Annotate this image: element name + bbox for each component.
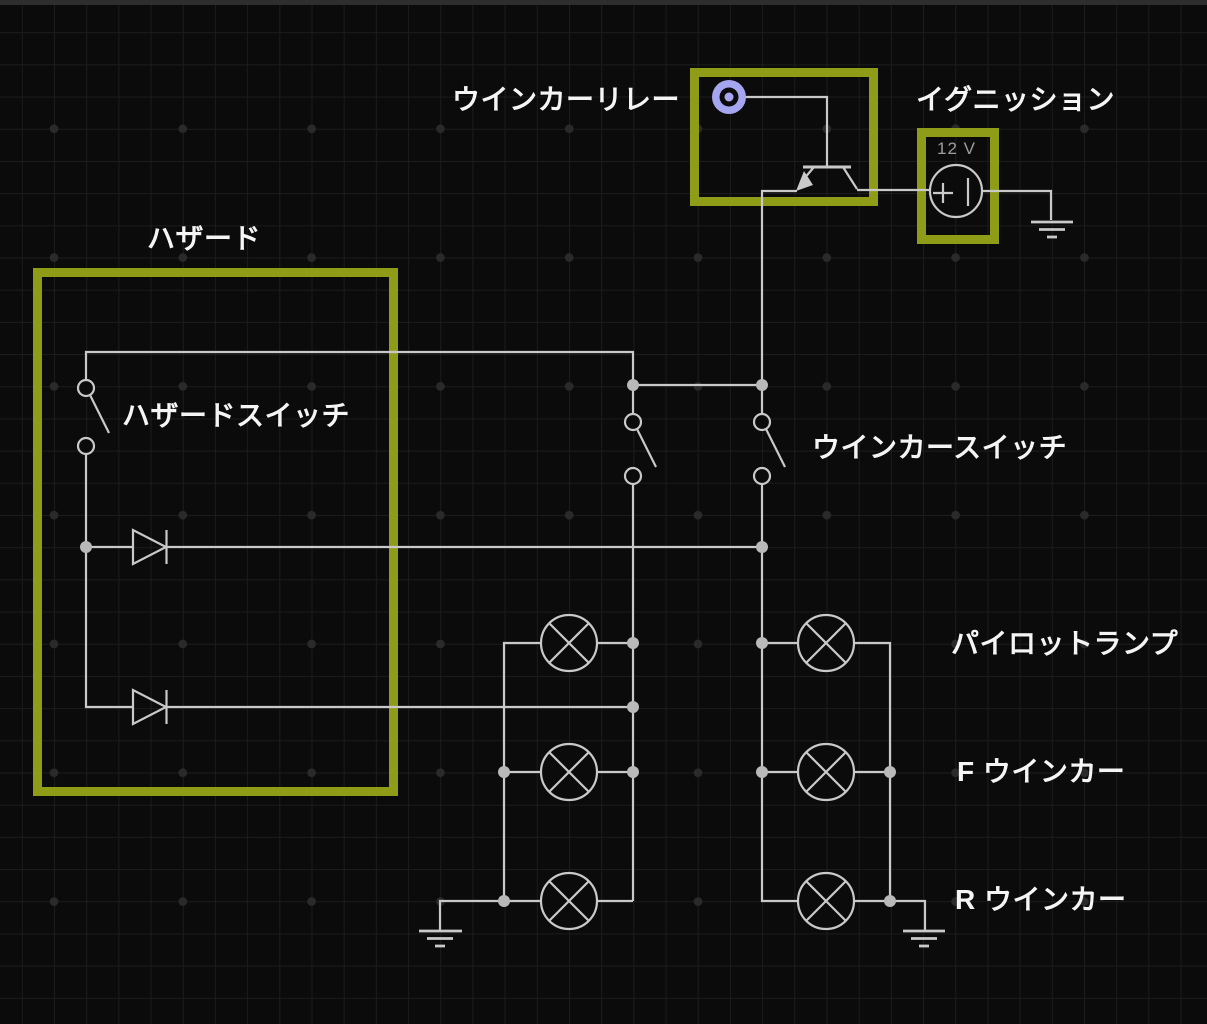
wire-ground-left[interactable] xyxy=(438,899,504,930)
switch-blade xyxy=(765,428,786,468)
diode-1[interactable] xyxy=(131,528,169,566)
label-front-winker: F ウインカー xyxy=(957,756,1126,787)
top-strip xyxy=(0,0,1207,5)
label-ignition: イグニッション xyxy=(916,84,1115,115)
junction-dot xyxy=(756,541,768,553)
wire-battery-ground[interactable] xyxy=(982,189,1053,220)
junction-dot xyxy=(498,895,510,907)
ground-ignition[interactable] xyxy=(1031,220,1073,239)
junction-dot xyxy=(627,637,639,649)
diode-anode-triangle xyxy=(131,528,169,566)
diode-2[interactable] xyxy=(131,688,169,726)
transistor-collector xyxy=(842,166,858,190)
switch-contact xyxy=(76,378,96,398)
label-pilot-lamp: パイロットランプ xyxy=(951,628,1179,659)
ground-left[interactable] xyxy=(419,929,462,948)
relay-terminal-icon[interactable] xyxy=(712,80,746,114)
hazard-switch[interactable] xyxy=(76,378,110,456)
junction-dot xyxy=(80,541,92,553)
lamp-cross xyxy=(548,751,590,793)
ignition-battery[interactable] xyxy=(928,163,984,219)
junction-dot xyxy=(756,379,768,391)
battery-voltage-value: 12 V xyxy=(937,139,976,158)
label-winker-switch: ウインカースイッチ xyxy=(812,432,1068,463)
junction-dot xyxy=(756,766,768,778)
pilot-lamp-left[interactable] xyxy=(539,613,599,673)
wire-ground-right[interactable] xyxy=(890,899,927,930)
wire-lampR-column[interactable] xyxy=(854,641,892,901)
junction-dot xyxy=(627,379,639,391)
switch-contact xyxy=(623,412,643,432)
switch-blade xyxy=(89,394,110,434)
diode-anode-triangle xyxy=(131,688,169,726)
wire-hazard-top[interactable] xyxy=(84,350,635,385)
wire-lampL-column[interactable] xyxy=(502,641,541,901)
switch-contact xyxy=(752,466,772,486)
relay-highlight-box[interactable] xyxy=(690,68,878,206)
winker-switch-right[interactable] xyxy=(752,412,786,486)
ground-right[interactable] xyxy=(903,929,945,948)
wire-hazard-left[interactable] xyxy=(84,454,133,709)
junction-dot xyxy=(884,766,896,778)
junction-dot xyxy=(498,766,510,778)
ignition-highlight-box[interactable] xyxy=(917,128,999,244)
label-hazard: ハザード xyxy=(147,223,262,254)
lamp-cross xyxy=(805,622,847,664)
wire-relay-base[interactable] xyxy=(745,95,829,166)
battery-body xyxy=(928,163,984,219)
pilot-lamp-right[interactable] xyxy=(796,613,856,673)
wires[interactable] xyxy=(84,95,1053,930)
front-winker-lamp-left[interactable] xyxy=(539,742,599,802)
front-winker-lamp-right[interactable] xyxy=(796,742,856,802)
lamp-cross xyxy=(548,622,590,664)
junction-dots xyxy=(80,379,896,907)
junction-dot xyxy=(627,701,639,713)
junction-dot xyxy=(756,637,768,649)
hazard-highlight-box[interactable] xyxy=(33,268,398,796)
relay-transistor[interactable] xyxy=(796,165,858,191)
lamp-cross xyxy=(805,880,847,922)
wire-right-bus[interactable] xyxy=(760,484,798,903)
switch-contact xyxy=(752,412,772,432)
wire-relay-emitter[interactable] xyxy=(760,189,797,385)
terminal-center xyxy=(724,92,734,102)
label-hazard-switch: ハザードスイッチ xyxy=(122,400,351,431)
lamp-cross xyxy=(548,880,590,922)
label-winker-relay: ウインカーリレー xyxy=(452,84,681,115)
rear-winker-lamp-left[interactable] xyxy=(539,871,599,931)
label-rear-winker: R ウインカー xyxy=(955,884,1127,915)
switch-contact xyxy=(623,466,643,486)
switch-contact xyxy=(76,436,96,456)
junction-dot xyxy=(627,766,639,778)
junction-dot xyxy=(884,895,896,907)
rear-winker-lamp-right[interactable] xyxy=(796,871,856,931)
lamp-cross xyxy=(805,751,847,793)
transistor-emitter-arrow xyxy=(796,171,813,191)
winker-switch-left[interactable] xyxy=(623,412,657,486)
switch-blade xyxy=(636,428,657,468)
